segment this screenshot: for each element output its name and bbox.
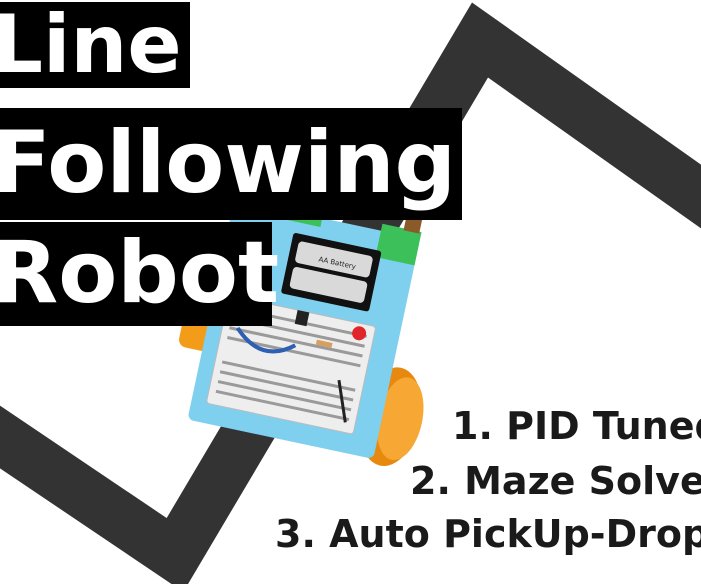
title-line-2-text: Following	[0, 113, 457, 213]
feature-item-2: 2. Maze Solver	[410, 459, 701, 503]
title-line-2: Following	[0, 108, 462, 220]
led	[352, 326, 367, 341]
wheel-right-face	[377, 377, 424, 461]
title-line-1: Line	[0, 2, 190, 88]
jumper-wire-black	[337, 379, 347, 423]
title-line-3-text: Robot	[0, 223, 280, 323]
feature-item-1: 1. PID Tuned	[452, 404, 701, 448]
feature-item-3: 3. Auto PickUp-Drop	[275, 512, 701, 556]
resistor	[315, 339, 333, 348]
title-line-3: Robot	[0, 222, 279, 326]
bumper-right	[375, 223, 422, 266]
title-line-1-text: Line	[0, 0, 182, 91]
jumper-wire-blue	[235, 326, 297, 354]
battery-1	[295, 241, 373, 278]
sensor-chip	[294, 310, 310, 327]
battery-2	[289, 266, 368, 303]
